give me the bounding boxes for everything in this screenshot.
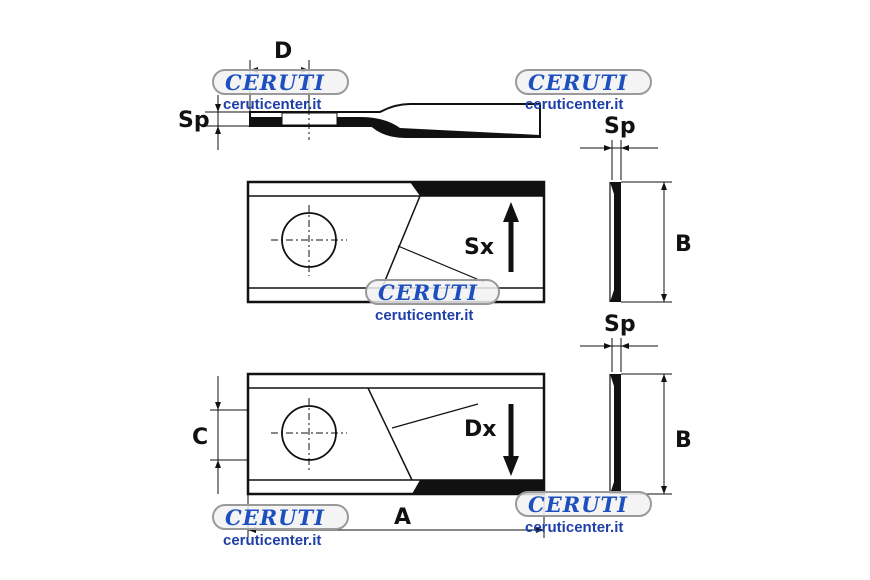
label-sx: Sx — [464, 235, 494, 260]
label-d: D — [274, 39, 292, 64]
watermark-bottom-right: CERUTI ceruticenter.it — [515, 491, 652, 536]
watermark-brand: CERUTI — [528, 70, 628, 95]
watermark-url: ceruticenter.it — [525, 96, 623, 113]
watermark-brand: CERUTI — [378, 280, 478, 305]
watermark-bottom-left: CERUTI ceruticenter.it — [212, 504, 349, 549]
watermark-badge — [365, 279, 500, 305]
label-b-sx: B — [675, 232, 692, 257]
side-view-dx-profile — [610, 374, 621, 494]
watermark-top-left: CERUTI ceruticenter.it — [212, 69, 349, 113]
watermark-badge — [515, 491, 652, 517]
watermark-badge — [212, 69, 349, 95]
blade-dx — [210, 372, 546, 538]
watermark-brand: CERUTI — [225, 505, 325, 530]
label-dx: Dx — [464, 417, 496, 442]
watermark-brand: CERUTI — [225, 70, 325, 95]
watermark-top-right: CERUTI ceruticenter.it — [515, 69, 652, 113]
blade-dx-cutting-edge — [412, 480, 544, 494]
label-c: C — [192, 425, 208, 450]
label-b-dx: B — [675, 428, 692, 453]
side-view-sx-profile — [610, 182, 621, 302]
label-sp-top-view: Sp — [178, 108, 210, 133]
label-sp-dx: Sp — [604, 312, 636, 337]
side-view-sx — [580, 140, 672, 303]
watermark-badge — [212, 504, 349, 530]
label-sp-sx: Sp — [604, 114, 636, 139]
blade-sx-cutting-edge — [410, 182, 544, 196]
watermark-center: CERUTI ceruticenter.it — [365, 279, 500, 324]
side-view-dx — [580, 338, 672, 495]
watermark-url: ceruticenter.it — [223, 96, 321, 113]
watermark-url: ceruticenter.it — [525, 519, 623, 536]
watermark-url: ceruticenter.it — [375, 307, 473, 324]
watermark-brand: CERUTI — [528, 492, 628, 517]
top-view — [205, 60, 541, 150]
label-a: A — [394, 505, 411, 530]
blade-dx-outline — [246, 372, 546, 496]
watermark-url: ceruticenter.it — [223, 532, 321, 549]
watermark-badge — [515, 69, 652, 95]
